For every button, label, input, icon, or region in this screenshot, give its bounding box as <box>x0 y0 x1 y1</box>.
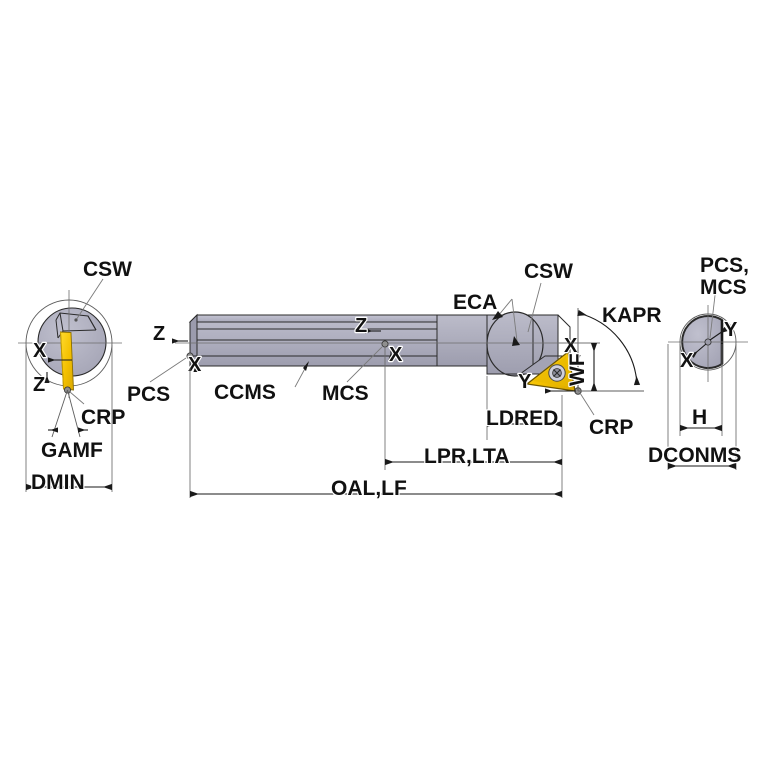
right-view-x-label: X <box>680 350 694 372</box>
crp-label-side: CRP <box>589 416 633 439</box>
pcs-mcs-label-line2: MCS <box>700 276 747 299</box>
mcs-x-label: X <box>389 344 403 366</box>
ldred-label: LDRED <box>486 407 558 430</box>
left-view-z-label: Z <box>33 374 45 396</box>
ccms-label: CCMS <box>214 381 276 404</box>
mcs-marker <box>365 328 394 360</box>
csw-leader-left <box>75 278 104 321</box>
pcs-leader <box>149 357 187 383</box>
h-dimension <box>679 344 723 436</box>
eca-arrow-b <box>512 336 520 346</box>
wf-dimension <box>558 342 600 392</box>
eca-label: ECA <box>453 291 497 314</box>
insert-y-label: Y <box>518 371 532 393</box>
pcs-marker <box>172 338 199 372</box>
mcs-leader <box>346 346 383 383</box>
gamf-dimension <box>48 389 88 438</box>
lpr-lta-label: LPR,LTA <box>424 445 510 468</box>
gamf-label: GAMF <box>41 439 103 462</box>
csw-label-side: CSW <box>524 260 573 283</box>
eca-leader-a <box>497 298 513 317</box>
shank-top-face <box>188 314 438 323</box>
dmin-dimension <box>25 345 113 492</box>
crp-label-left: CRP <box>81 406 125 429</box>
dmin-label: DMIN <box>31 471 85 494</box>
right-view-y-label: Y <box>724 319 738 341</box>
oal-lf-label: OAL,LF <box>331 477 407 500</box>
csw-label-left: CSW <box>83 258 132 281</box>
insert-x-label: X <box>564 335 578 357</box>
h-label: H <box>692 406 707 429</box>
pcs-x-label: X <box>188 354 202 376</box>
dconms-dimension <box>667 344 737 470</box>
kapr-label: KAPR <box>602 304 662 327</box>
wf-label: WF <box>566 353 589 386</box>
right-view-origin <box>704 338 712 346</box>
pcs-z-label: Z <box>153 323 165 345</box>
mcs-label: MCS <box>322 382 369 405</box>
ccms-arrow <box>303 361 309 371</box>
mcs-z-label: Z <box>355 315 367 337</box>
pcs-mcs-label-line1: PCS, <box>700 254 749 277</box>
eca-leader-b <box>511 298 518 342</box>
dconms-label: DCONMS <box>648 444 741 467</box>
pcs-mcs-leader <box>709 286 717 339</box>
pcs-label-side: PCS <box>127 383 170 406</box>
shank-neck <box>436 314 488 367</box>
csw-leader-dot-left <box>74 318 78 322</box>
left-end-view-group: X Z CSW CRP GAMF DMIN <box>18 257 133 495</box>
right-end-view-group: Y X PCS, MCS H DCONMS <box>647 253 750 470</box>
side-view-group: Z X PCS Z X MCS CCMS ECA CSW X <box>126 259 663 501</box>
eca-arrow-a <box>492 311 503 320</box>
right-view-axis-y <box>709 326 728 341</box>
right-view-axis-x <box>690 343 707 358</box>
csw-leader-side <box>527 282 542 333</box>
dimension-extension-lines <box>189 346 563 498</box>
left-view-facets <box>55 312 97 339</box>
crp-leader-side <box>579 392 595 416</box>
crp-leader-left <box>69 391 85 405</box>
side-view-insert <box>525 350 576 392</box>
left-view-x-label: X <box>33 340 47 362</box>
